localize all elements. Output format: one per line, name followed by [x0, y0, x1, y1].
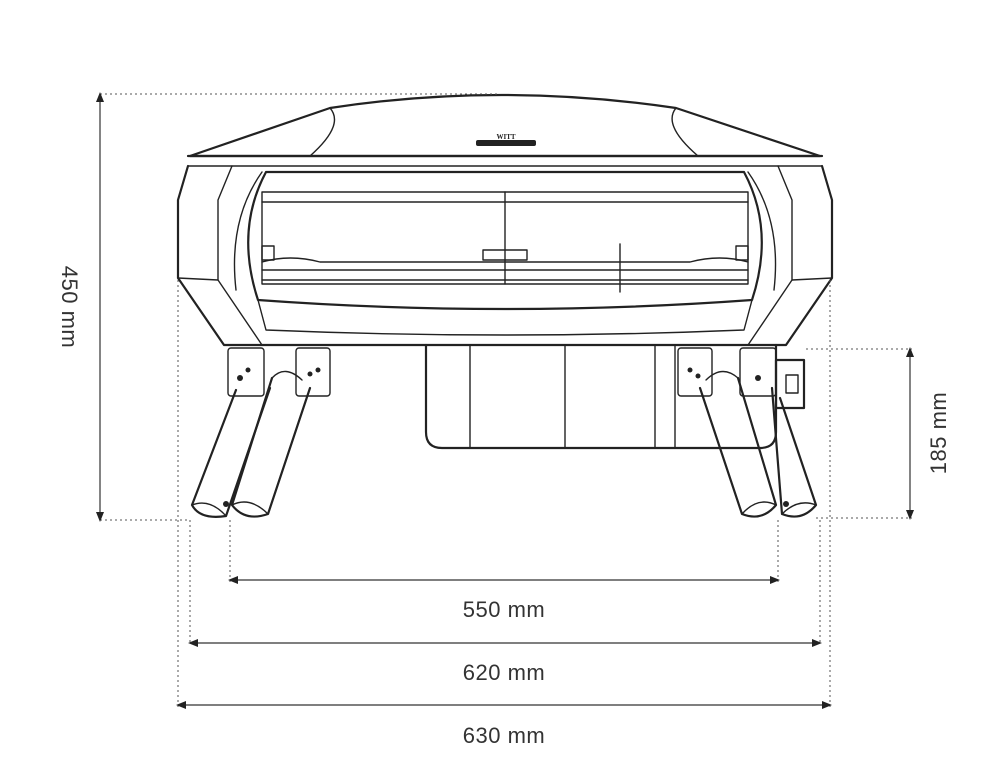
legs — [190, 347, 818, 518]
dome-left-panel — [309, 107, 336, 157]
oven-mouth — [247, 170, 763, 311]
height-total-label: 450 mm — [57, 266, 82, 348]
brand-logo-text: WITT — [496, 133, 515, 141]
oven-dome — [188, 93, 822, 158]
left-outer-leg — [190, 386, 272, 518]
width-feet-label: 550 mm — [463, 597, 545, 622]
width-total-label: 630 mm — [463, 723, 545, 748]
dimension-labels: 450 mm 185 mm 550 mm 620 mm 630 mm — [57, 266, 951, 748]
oven-body — [176, 164, 834, 347]
brand-logo: WITT — [476, 133, 536, 146]
dimension-lines — [96, 92, 914, 709]
dome-right-panel — [671, 107, 699, 157]
oven-outline: WITT — [176, 93, 834, 347]
width-body-label: 620 mm — [463, 660, 545, 685]
left-inner-leg — [230, 376, 312, 518]
baking-stone — [261, 257, 749, 263]
height-base-label: 185 mm — [926, 392, 951, 474]
